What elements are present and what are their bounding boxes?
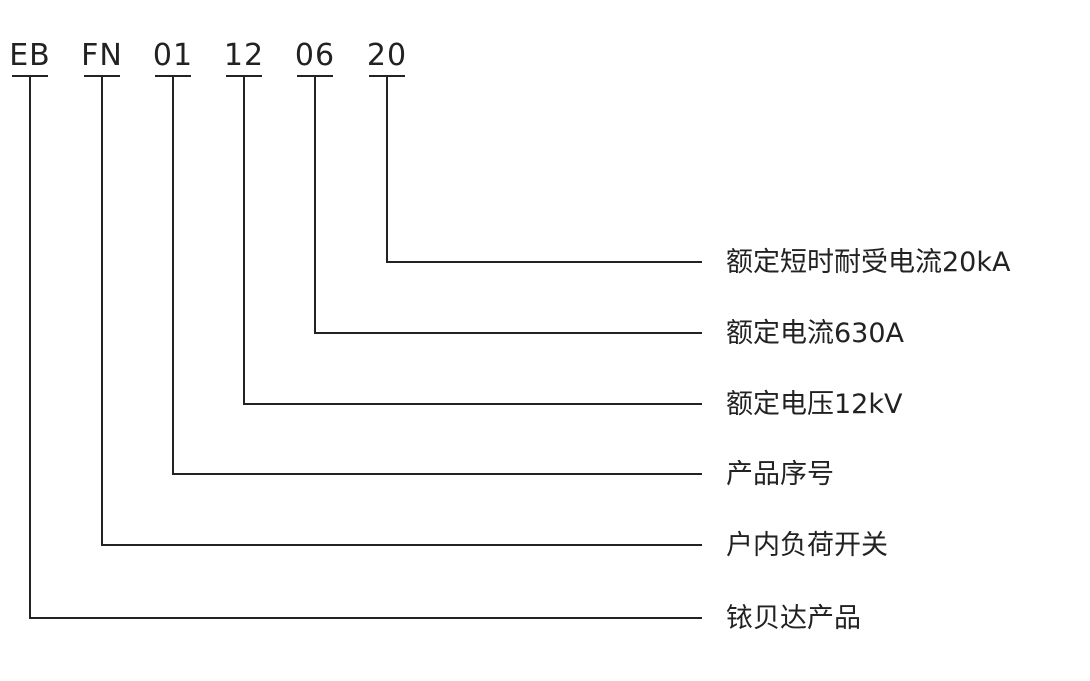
segment-01: 01 产品序号 xyxy=(153,38,834,490)
code-label-eb: EB xyxy=(9,38,51,73)
leader-line-12 xyxy=(243,76,702,405)
leader-line-01 xyxy=(172,76,702,475)
description-01: 产品序号 xyxy=(726,459,834,490)
description-20: 额定短时耐受电流20kA xyxy=(726,247,1011,278)
description-12: 额定电压12kV xyxy=(726,389,903,420)
code-label-12: 12 xyxy=(224,38,264,73)
description-06: 额定电流630A xyxy=(726,318,905,349)
segment-fn: FN 户内负荷开关 xyxy=(81,38,888,561)
code-label-01: 01 xyxy=(153,38,193,73)
description-fn: 户内负荷开关 xyxy=(726,530,888,561)
segment-20: 20 额定短时耐受电流20kA xyxy=(367,38,1011,278)
segment-eb: EB 铱贝达产品 xyxy=(9,38,861,634)
description-eb: 铱贝达产品 xyxy=(726,603,861,634)
leader-line-20 xyxy=(386,76,702,263)
leader-line-fn xyxy=(101,76,702,546)
code-label-06: 06 xyxy=(295,38,335,73)
leader-line-eb xyxy=(29,76,702,619)
segment-12: 12 额定电压12kV xyxy=(224,38,903,420)
code-label-fn: FN xyxy=(81,38,123,73)
code-label-20: 20 xyxy=(367,38,407,73)
leader-line-06 xyxy=(314,76,702,334)
segment-06: 06 额定电流630A xyxy=(295,38,905,349)
